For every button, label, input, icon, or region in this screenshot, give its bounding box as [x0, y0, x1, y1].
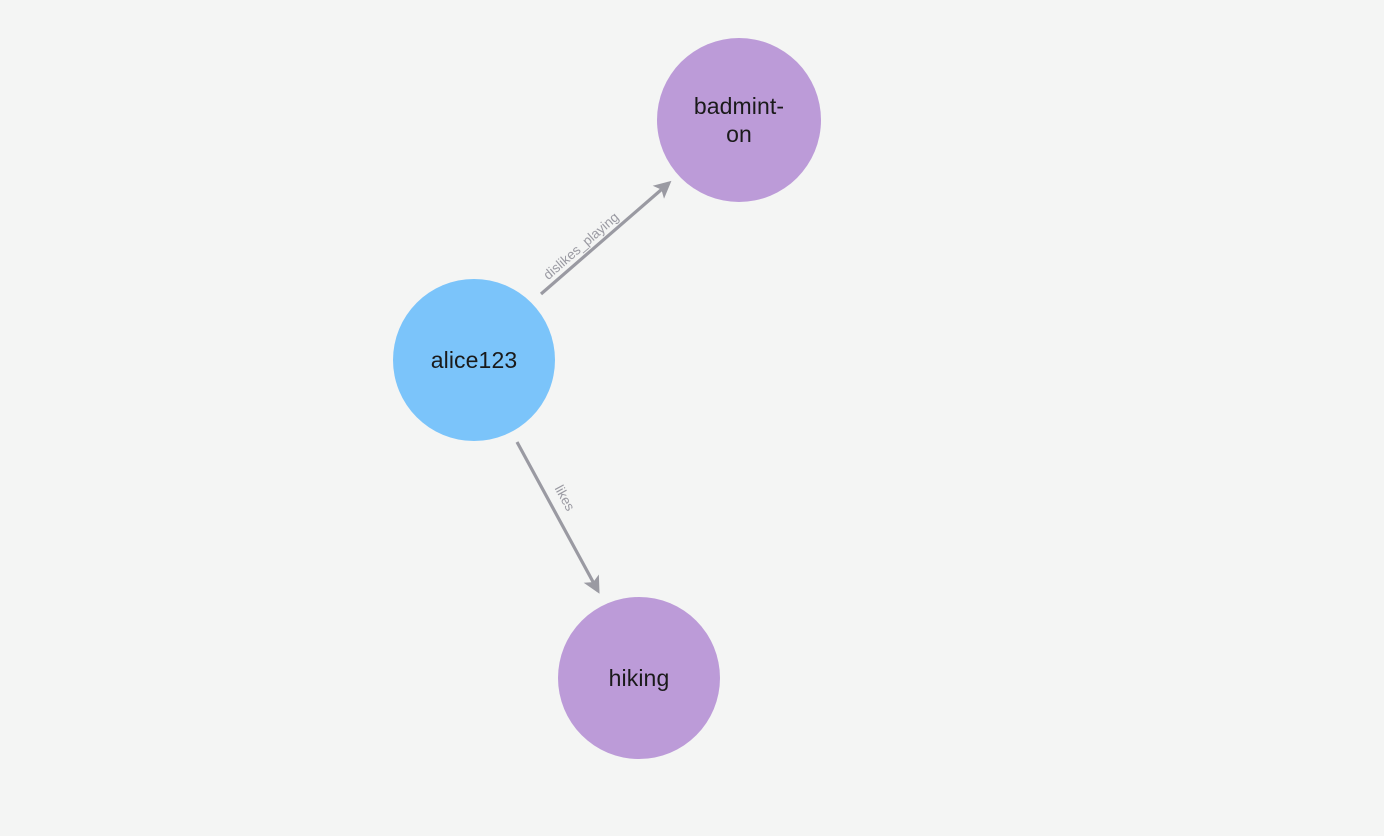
graph-node-hiking[interactable]: hiking	[558, 597, 720, 759]
node-label-badminton: badmint- on	[693, 93, 785, 147]
graph-node-badminton[interactable]: badmint- on	[657, 38, 821, 202]
edge-likes[interactable]	[515, 441, 600, 594]
graph-node-alice123[interactable]: alice123	[393, 279, 555, 441]
edge-dislikes-playing[interactable]	[539, 180, 672, 296]
node-label-alice123: alice123	[430, 347, 518, 373]
node-label-hiking: hiking	[608, 665, 670, 691]
